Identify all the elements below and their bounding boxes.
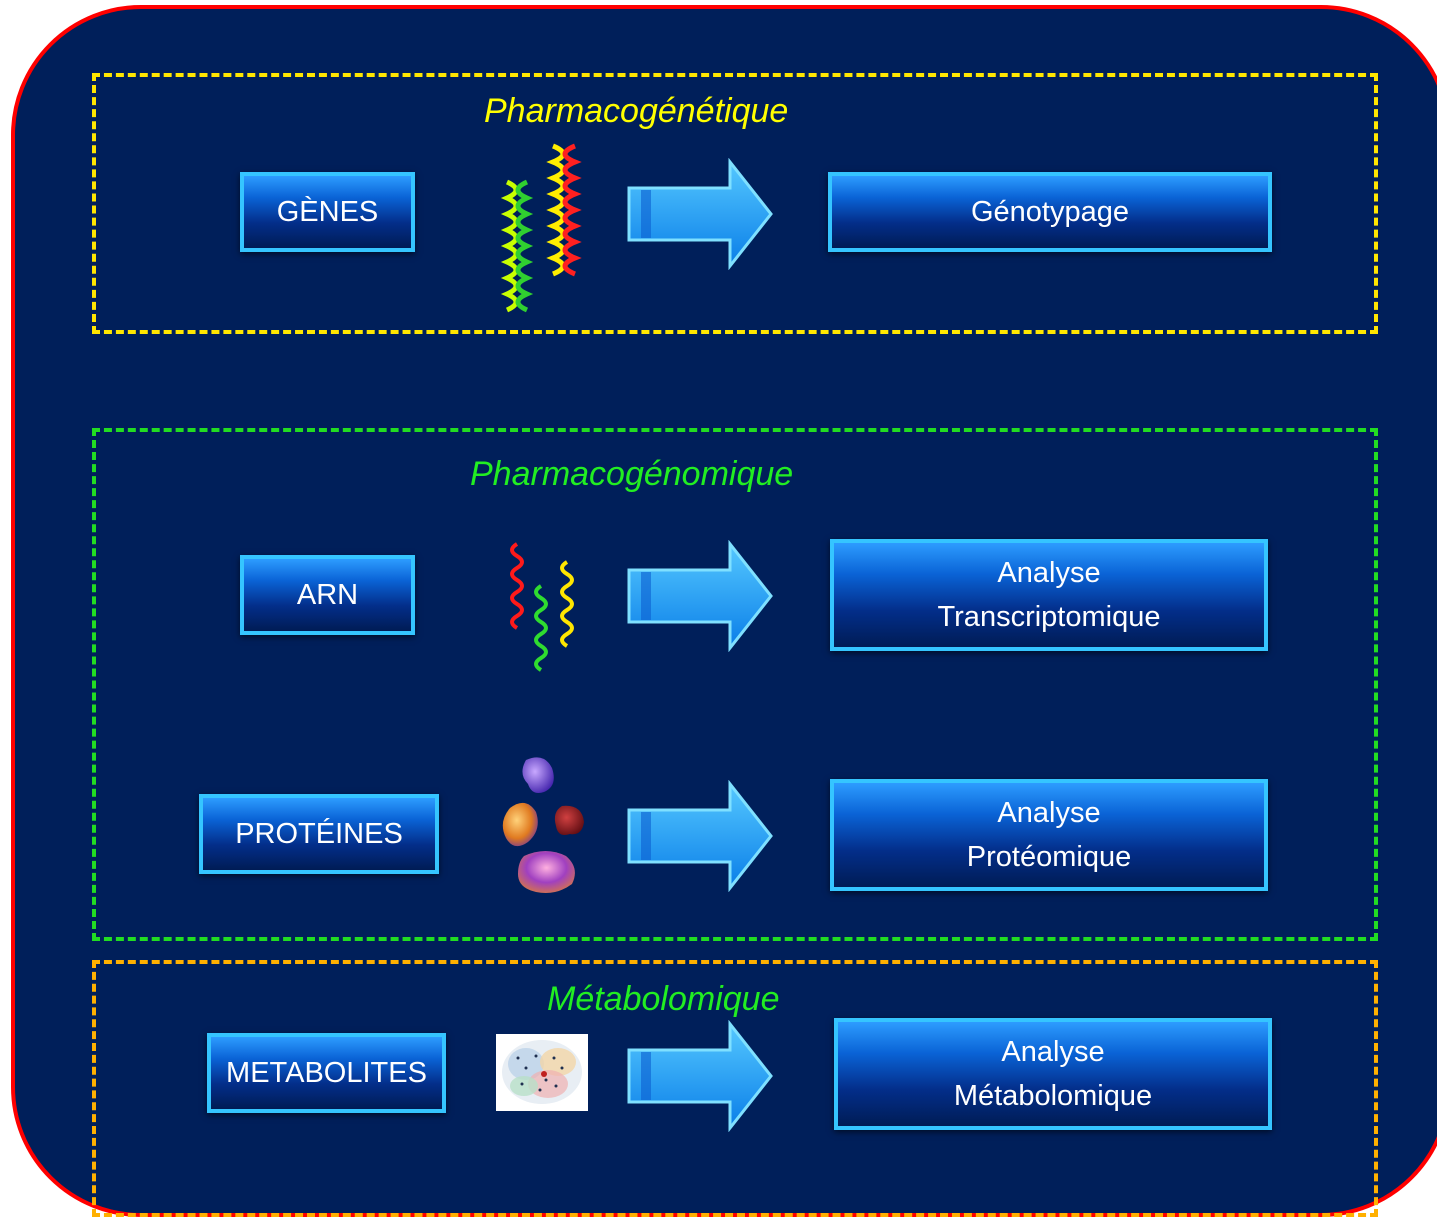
protein-blobs-icon	[502, 757, 584, 893]
pharmacogenetique-title: Pharmacogénétique	[484, 92, 789, 130]
proteines-label: PROTÉINES	[235, 818, 403, 850]
genotypage-box: Génotypage	[828, 172, 1272, 252]
arrow-right-icon	[627, 540, 773, 652]
genes-box: GÈNES	[240, 172, 415, 252]
metabolomique-label: Métabolomique	[953, 1080, 1153, 1112]
analyse-label: Analyse	[997, 557, 1101, 589]
genes-label: GÈNES	[276, 196, 379, 228]
arn-box: ARN	[240, 555, 415, 635]
arrow-right-icon	[627, 1020, 773, 1132]
metabolites-label: METABOLITES	[226, 1057, 427, 1089]
pharmacogenomique-title: Pharmacogénomique	[470, 455, 794, 493]
arn-label: ARN	[296, 579, 359, 611]
transcriptomique-label: Transcriptomique	[937, 601, 1161, 633]
analyse-metabolomique-box: Analyse Métabolomique	[834, 1018, 1272, 1130]
pharmacogenetique-section	[92, 73, 1378, 334]
metabolomique-title: Métabolomique	[547, 980, 780, 1018]
analyse-label: Analyse	[997, 797, 1101, 829]
analyse-label: Analyse	[1001, 1036, 1105, 1068]
metabolites-box: METABOLITES	[207, 1033, 446, 1113]
rna-strands-icon	[510, 542, 574, 672]
dna-double-helix-icon	[500, 143, 582, 313]
arrow-right-icon	[627, 158, 773, 270]
genotypage-label: Génotypage	[970, 196, 1129, 228]
pharmacogenomique-section	[92, 428, 1378, 941]
proteomique-label: Protéomique	[966, 841, 1132, 873]
proteines-box: PROTÉINES	[199, 794, 439, 874]
metabolite-network-icon	[496, 1034, 588, 1111]
analyse-proteomique-box: Analyse Protéomique	[830, 779, 1268, 891]
metabolomique-section	[92, 960, 1378, 1217]
arrow-right-icon	[627, 780, 773, 892]
analyse-transcriptomique-box: Analyse Transcriptomique	[830, 539, 1268, 651]
